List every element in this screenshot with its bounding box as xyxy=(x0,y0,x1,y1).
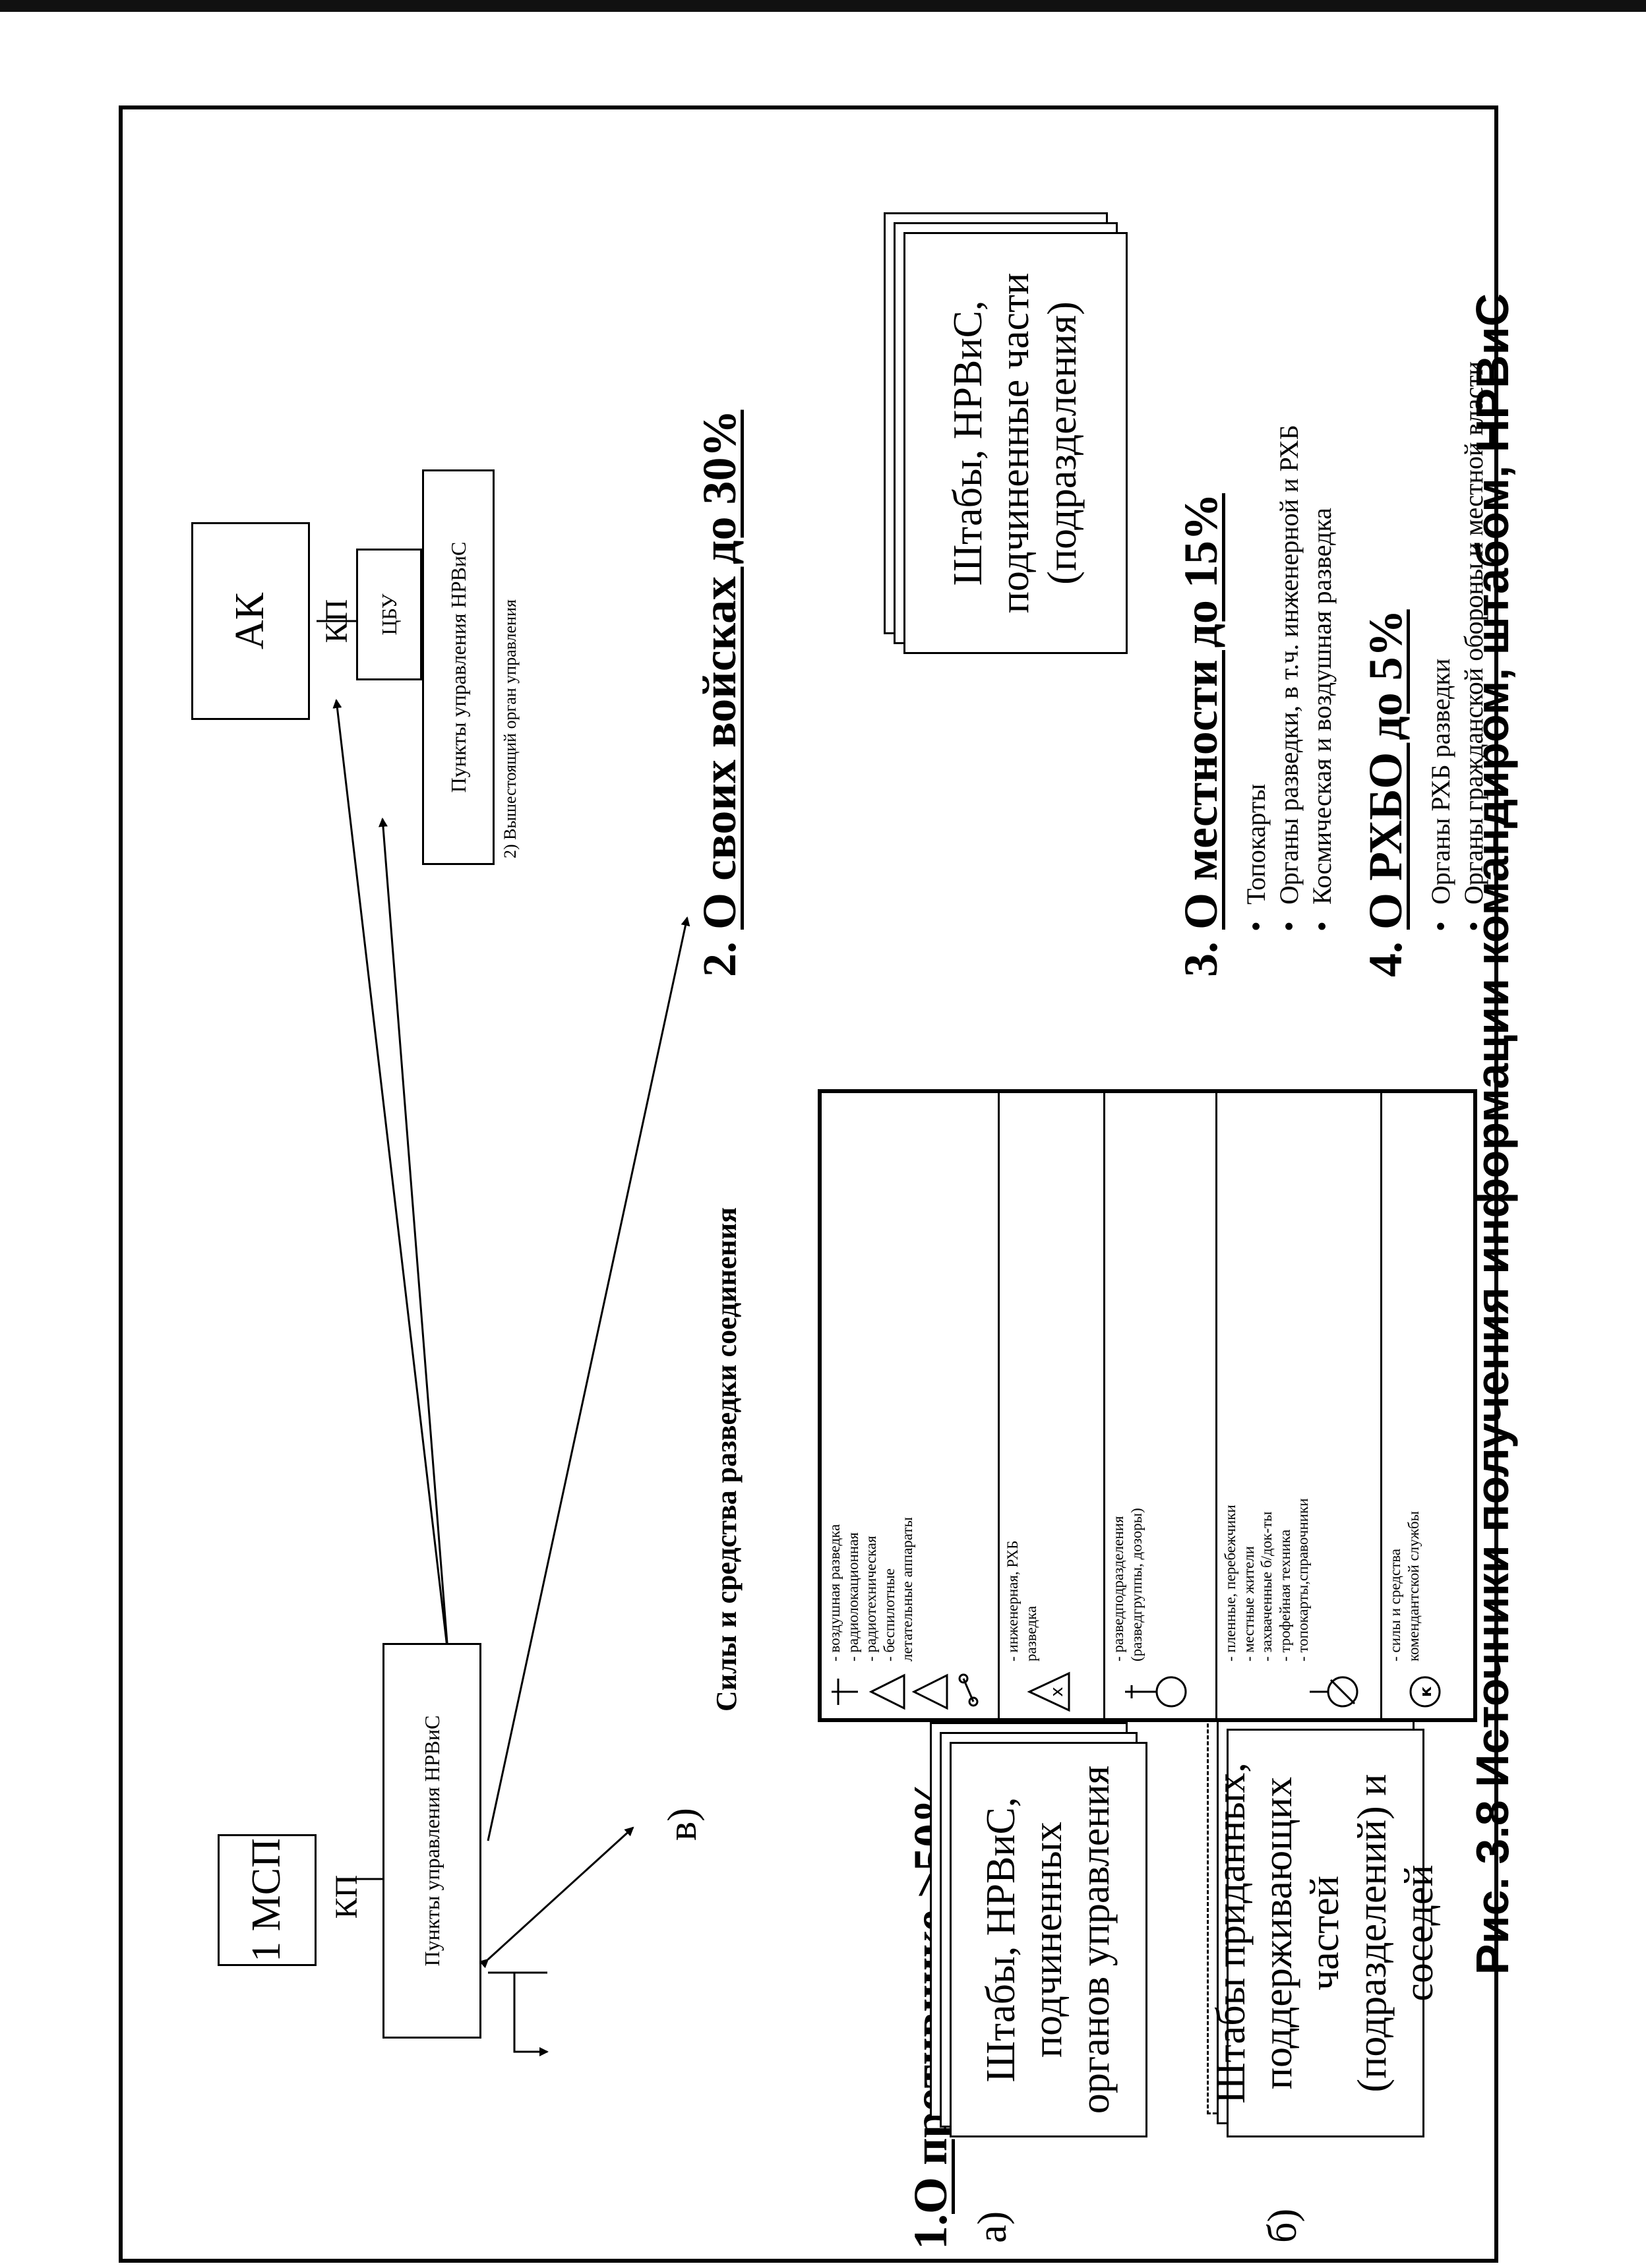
list-item: •Органы РХБ разведки xyxy=(1426,658,1455,931)
arrow-to-v xyxy=(479,1826,634,1969)
commandant-service-icon: к xyxy=(1382,1665,1471,1718)
label-b: б) xyxy=(1260,2208,1305,2243)
legend-row-commandant: к - силы и средства комендантской службы xyxy=(1382,1093,1473,1718)
unit-ak: АК xyxy=(191,522,310,720)
control-points-1msp: Пункты управления НРВиС xyxy=(382,1643,481,2039)
aerial-recon-text: - воздушная разведка - радиолокационная … xyxy=(826,1517,916,1661)
svg-text:к: к xyxy=(1417,1686,1435,1697)
aerial-recon-icons xyxy=(822,1665,996,1718)
section4-list: •Органы РХБ разведки •Органы гражданской… xyxy=(1424,127,1490,931)
box-attached-hq: Штабы приданных, поддерживающих частей (… xyxy=(1209,1729,1442,2137)
scan-top-edge xyxy=(0,0,1646,12)
engineer-text: - инженерная, РХБ разведка xyxy=(1004,1540,1039,1661)
box-own-troops: Штабы, НРВиС, подчиненные части (подразд… xyxy=(903,232,1128,654)
legend-row-aerial: - воздушная разведка - радиолокационная … xyxy=(822,1093,1000,1718)
legend-row-engineer: x - инженерная, РХБ разведка xyxy=(1000,1093,1105,1718)
kp-label-ak: КП xyxy=(319,599,354,643)
section2-heading: 2. О своих войсках до 30% xyxy=(693,409,746,977)
cbu-box: ЦБУ xyxy=(356,549,422,680)
label-v: в) xyxy=(660,1808,705,1841)
legend-row-recon-units: - разведподразделения (разведгруппы, доз… xyxy=(1105,1093,1217,1718)
section3-list: •Топокарты •Органы разведки, в т.ч. инже… xyxy=(1240,127,1339,931)
captured-text: - пленные, перебежчики - местные жители … xyxy=(1222,1498,1312,1661)
recon-unit-icon xyxy=(1105,1665,1214,1718)
list-item: •Топокарты xyxy=(1241,783,1271,931)
list-item: •Космическая и воздушная разведка xyxy=(1307,508,1337,931)
list-item: •Органы разведки, в т.ч. инженерной и РХ… xyxy=(1274,425,1304,931)
control-points-higher: Пункты управления НРВиС xyxy=(422,469,495,865)
recon-units-text: - разведподразделения (разведгруппы, доз… xyxy=(1110,1508,1145,1661)
higher-authority-note: 2) Вышестоящий орган управления xyxy=(501,599,520,858)
legend-box: Силы и средства разведки соединения - во… xyxy=(710,1089,1477,1722)
bracket-line xyxy=(513,1973,549,2056)
legend-title: Силы и средства разведки соединения xyxy=(710,1207,743,1712)
commandant-text: - силы и средства комендантской службы xyxy=(1387,1510,1422,1661)
diagram-frame-rotated: 1 МСП КП Пункты управления НРВиС АК КП Ц… xyxy=(119,105,1498,2263)
section3-heading: 3. О местности до 15% xyxy=(1174,493,1227,977)
arrow-to-cbu xyxy=(332,699,470,1828)
svg-text:x: x xyxy=(1047,1686,1067,1696)
box-subordinate-hq: Штабы, НРВиС, подчиненных органов управл… xyxy=(950,1742,1147,2137)
legend-row-captured: - пленные, перебежчики - местные жители … xyxy=(1217,1093,1382,1718)
list-item: •Органы гражданской обороны и местной вл… xyxy=(1459,361,1488,931)
engineer-rhb-icon: x xyxy=(1000,1665,1102,1718)
unit-1msp: 1 МСП xyxy=(218,1834,317,1966)
captured-sources-icon xyxy=(1217,1665,1379,1718)
section4-heading: 4. О РХБО до 5% xyxy=(1359,609,1412,977)
arrow-to-section2 xyxy=(487,916,690,1841)
label-a: а) xyxy=(970,2211,1015,2243)
kp-label-1msp: КП xyxy=(328,1874,364,1919)
